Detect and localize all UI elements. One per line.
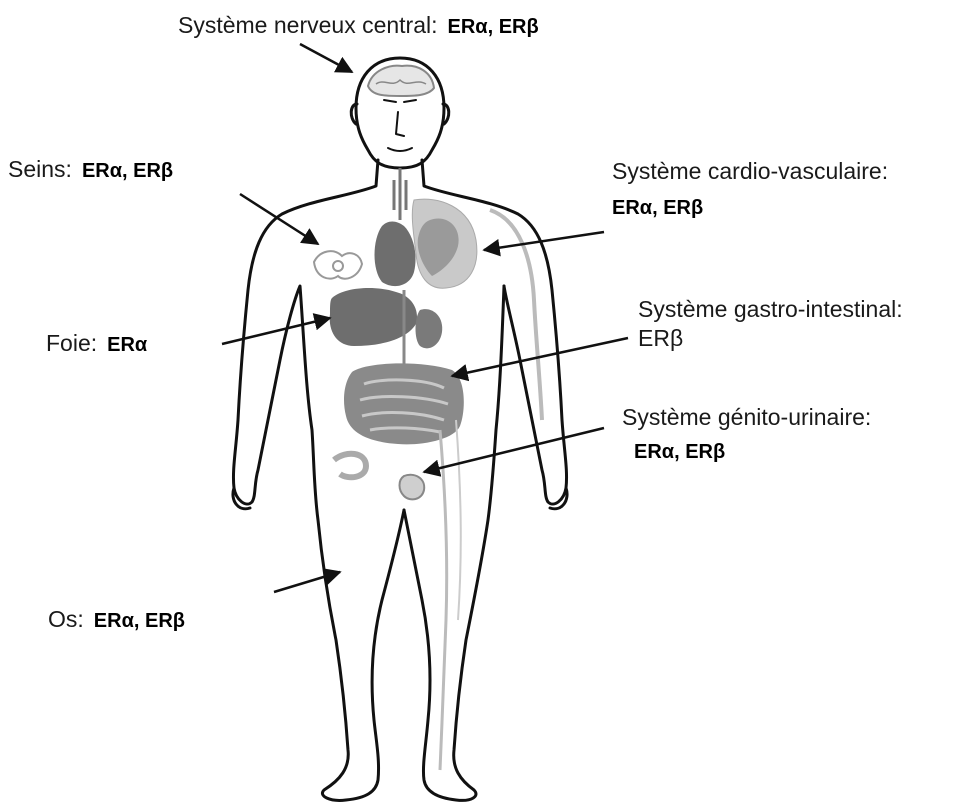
label-gastro-receptors: ERβ — [638, 325, 903, 352]
bone-icon — [440, 430, 447, 770]
bladder-icon — [334, 454, 424, 500]
label-gastro-name: Système gastro-intestinal: — [638, 296, 903, 323]
label-genito: Système génito-urinaire: ERα, ERβ — [622, 404, 871, 464]
trachea-icon — [394, 168, 406, 220]
label-genito-receptors: ERα, ERβ — [634, 441, 871, 464]
label-cardio-name: Système cardio-vasculaire: — [612, 158, 888, 185]
label-gastro: Système gastro-intestinal: ERβ — [638, 296, 903, 352]
label-genito-name: Système génito-urinaire: — [622, 404, 871, 431]
arrow-foie — [222, 318, 330, 344]
label-seins: Seins: ERα, ERβ — [8, 156, 173, 183]
label-seins-receptors: ERα, ERβ — [82, 160, 173, 182]
arrow-os — [274, 572, 340, 592]
label-foie-receptors: ERα — [107, 334, 147, 356]
kidney-icon — [416, 309, 443, 348]
brain-icon — [368, 66, 434, 96]
label-cardio: Système cardio-vasculaire: ERα, ERβ — [612, 158, 888, 220]
label-seins-name: Seins: — [8, 156, 72, 182]
label-foie: Foie: ERα — [46, 330, 147, 357]
arrow-seins — [240, 194, 318, 244]
bone-icon — [456, 420, 461, 620]
arrow-snc — [300, 44, 352, 72]
label-os-name: Os: — [48, 606, 84, 632]
label-snc-name: Système nerveux central: — [178, 12, 438, 38]
label-cardio-receptors: ERα, ERβ — [612, 197, 888, 220]
label-snc-receptors: ERα, ERβ — [448, 16, 539, 38]
intestine-icon — [344, 363, 464, 444]
label-os: Os: ERα, ERβ — [48, 606, 185, 633]
label-snc: Système nerveux central: ERα, ERβ — [178, 12, 539, 39]
label-foie-name: Foie: — [46, 330, 97, 356]
breast-icon — [314, 251, 362, 279]
label-os-receptors: ERα, ERβ — [94, 610, 185, 632]
